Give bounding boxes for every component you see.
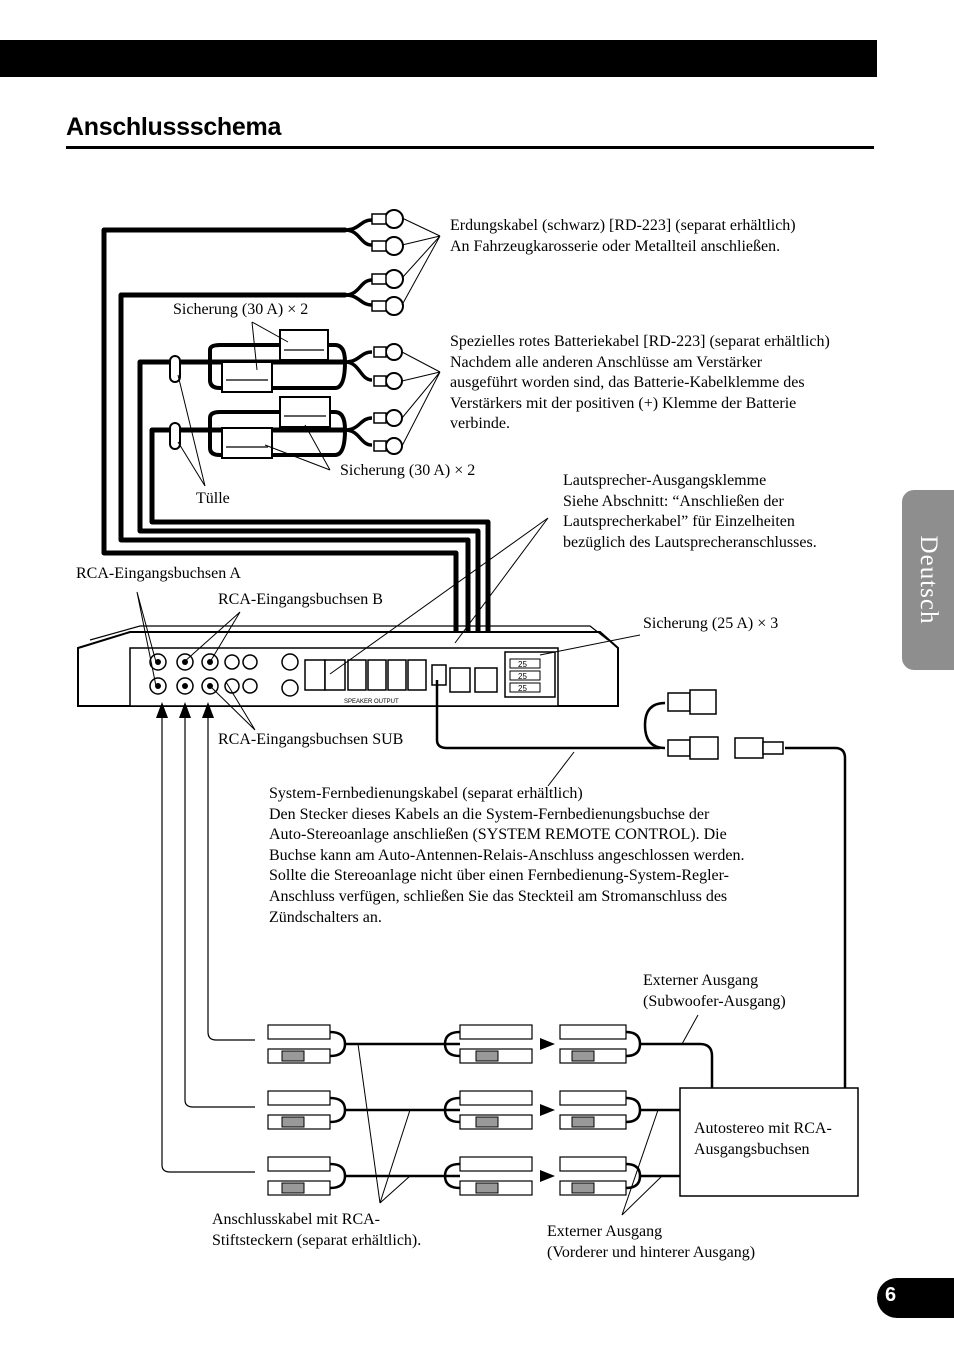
title-divider [66,146,874,149]
fuse-value-3: 25 [518,684,527,693]
remote-cable-label: System-Fernbedienungskabel (separat erhä… [269,785,745,926]
battery-cable-label: Spezielles rotes Batteriekabel [RD-223] … [450,333,830,433]
rca-input-a-label: RCA-Eingangsbuchsen A [76,565,241,582]
fuse-value-2: 25 [518,672,527,681]
fuse-25a-label: Sicherung (25 A) × 3 [643,615,779,632]
rca-cable-label: Anschlusskabel mit RCA- Stiftsteckern (s… [212,1211,422,1249]
fuse-30a-mid-label: Sicherung (30 A) × 2 [340,462,476,479]
rca-cable-groups [267,1024,714,1196]
page-number: 6 [885,1284,897,1306]
page-title: Anschlussschema [66,113,282,141]
speaker-output-label: SPEAKER OUTPUT [344,699,399,705]
header-bar [0,40,877,77]
page-number-badge: 6 [877,1278,954,1318]
car-stereo-label: Autostereo mit RCA- Ausgangsbuchsen [694,1120,832,1158]
grommet-label: Tülle [196,490,230,507]
language-tab-label: Deutsch [915,535,942,625]
external-front-rear-output-label: Externer Ausgang (Vorderer und hinterer … [547,1223,756,1261]
ground-cable-label: Erdungskabel (schwarz) [RD-223] (separat… [450,217,796,255]
rca-input-b-label: RCA-Eingangsbuchsen B [218,591,383,608]
rca-input-sub-label: RCA-Eingangsbuchsen SUB [218,731,404,748]
language-tab: Deutsch [902,490,954,670]
external-sub-output-label: Externer Ausgang (Subwoofer-Ausgang) [643,972,786,1010]
fuse-30a-top-label: Sicherung (30 A) × 2 [173,301,309,318]
speaker-terminal-label: Lautsprecher-Ausgangsklemme Siehe Abschn… [563,472,817,551]
fuse-value-1: 25 [518,660,527,669]
